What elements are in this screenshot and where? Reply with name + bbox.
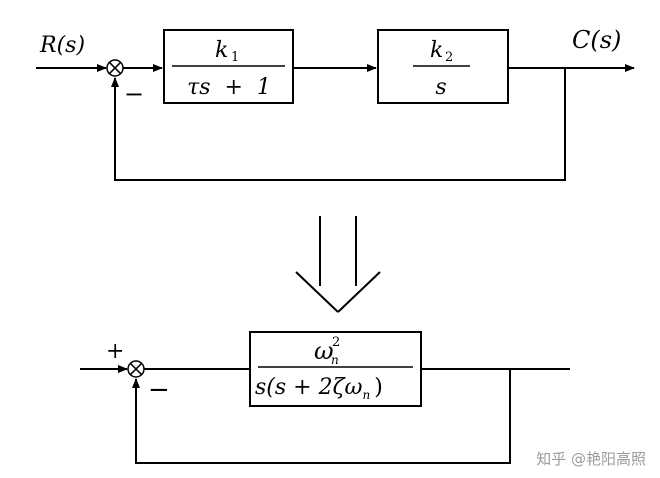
block3-numerator-var: ω xyxy=(314,337,334,365)
feedback-path-top xyxy=(111,68,566,181)
summing-junction-bottom xyxy=(127,360,145,378)
block1-denominator: τs + 1 xyxy=(187,75,271,100)
transfer-block-2: k 2 s xyxy=(377,29,509,104)
transfer-block-1: k 1 τs + 1 xyxy=(163,29,294,104)
top-diagram: R(s) − k 1 τs + 1 k 2 s xyxy=(36,26,635,181)
double-down-arrow-icon xyxy=(295,216,381,313)
feedback-path-bottom xyxy=(132,369,511,464)
bottom-diagram: + − ω n 2 s(s + 2ζωn) xyxy=(80,331,570,464)
block2-numerator-sub: 2 xyxy=(445,50,453,65)
summing-junction-top xyxy=(106,59,124,77)
watermark: 知乎 @艳阳高照 xyxy=(536,450,646,468)
block3-numerator-sub: n xyxy=(331,353,339,367)
block3-numerator-sup: 2 xyxy=(332,335,340,350)
transfer-block-closed-loop: ω n 2 s(s + 2ζωn) xyxy=(249,331,422,407)
input-label: R(s) xyxy=(39,33,85,58)
block1-numerator-var: k xyxy=(215,38,228,63)
output-label: C(s) xyxy=(572,26,621,54)
feedback-minus-sign-top: − xyxy=(124,80,144,108)
block1-numerator-sub: 1 xyxy=(231,50,239,65)
plus-sign: + xyxy=(106,339,124,364)
block3-denominator-main: s(s + 2ζωn) xyxy=(255,375,383,402)
block2-numerator-var: k xyxy=(430,38,443,63)
block2-denominator: s xyxy=(435,75,446,100)
minus-sign-bottom: − xyxy=(148,375,170,405)
